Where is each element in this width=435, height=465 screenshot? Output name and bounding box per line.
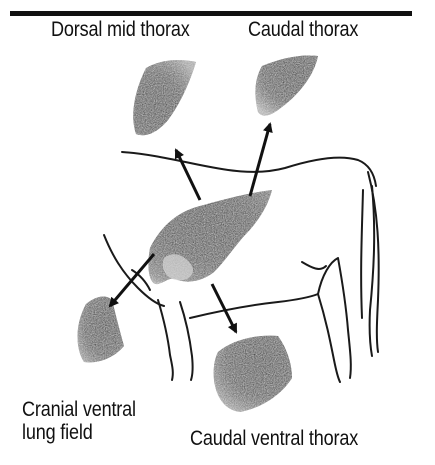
arrow-to-dorsal (176, 150, 200, 200)
cranial-ventral-lung-field-region (78, 297, 125, 363)
arrow-to-caudal (250, 124, 270, 196)
caudal-ventral-thorax-region (214, 336, 292, 412)
label-dorsal-mid-thorax: Dorsal mid thorax (51, 19, 190, 41)
dorsal-mid-thorax-region (133, 60, 196, 135)
label-caudal-ventral-thorax: Caudal ventral thorax (190, 428, 358, 450)
label-cranial-ventral-lung-field: Cranial ventral lung field (22, 398, 136, 444)
caudal-thorax-region (255, 55, 318, 115)
label-caudal-thorax: Caudal thorax (248, 19, 358, 41)
